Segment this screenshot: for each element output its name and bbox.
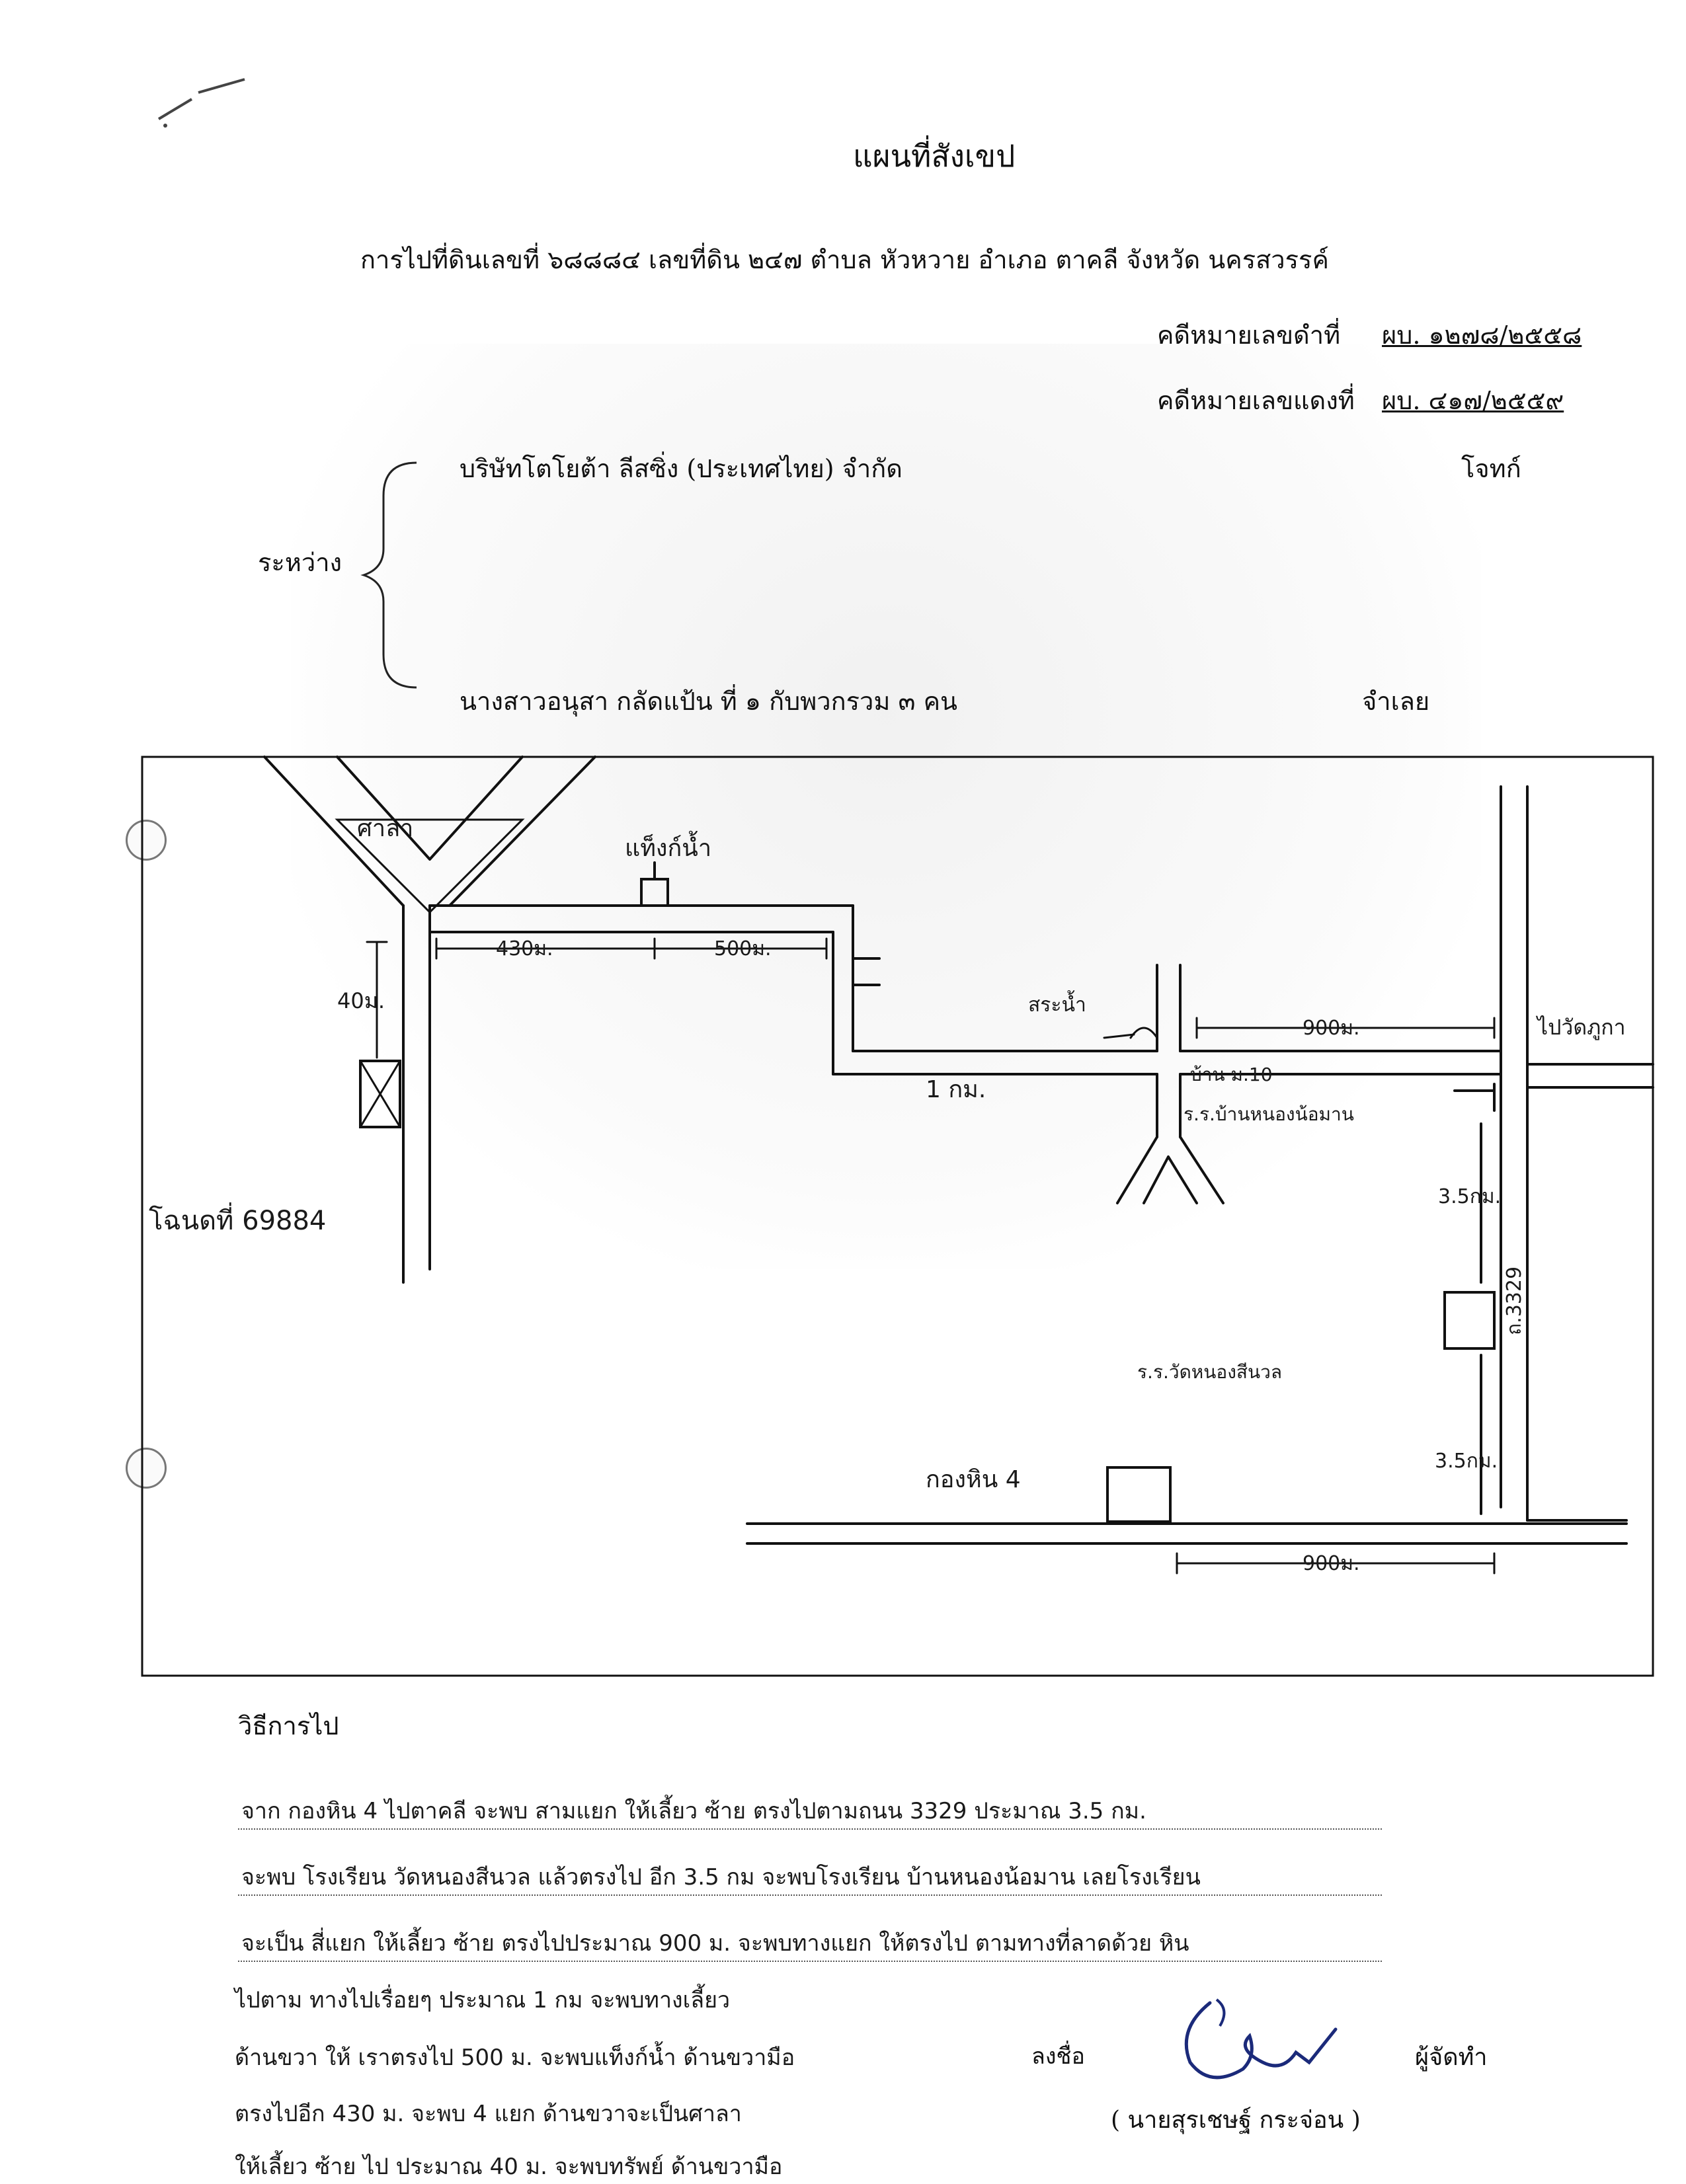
map-label-430: 430ม.	[496, 937, 553, 960]
directions-line-4: ไปตาม ทางไปเรื่อยๆ ประมาณ 1 กม จะพบทางเล…	[235, 1987, 731, 2013]
map-label-35-a: 3.5กม.	[1438, 1185, 1501, 1208]
directions-heading: วิธีการไป	[238, 1711, 339, 1740]
map-label-900-top: 900ม.	[1303, 1017, 1360, 1040]
directions-line-2: จะพบ โรงเรียน วัดหนองสีนวล แล้วตรงไป อีก…	[241, 1864, 1201, 1891]
map-label-900-bottom: 900ม.	[1303, 1552, 1360, 1575]
directions-line-5: ด้านขวา ให้ เราตรงไป 500 ม. จะพบแท็งก์น้…	[235, 2045, 795, 2071]
dotted-rule	[238, 1894, 1382, 1896]
defendant-role: จำเลย	[1362, 687, 1430, 716]
signature-image	[1184, 1998, 1338, 2080]
map-label-land: โฉนดที่ 69884	[149, 1202, 326, 1236]
map-label-school-1: ร.ร.บ้านหนองน้อมาน	[1184, 1103, 1354, 1125]
black-case-number: ผบ. ๑๒๗๘/๒๕๕๘	[1382, 321, 1582, 350]
directions-line-6: ตรงไปอีก 430 ม. จะพบ 4 แยก ด้านขวาจะเป็น…	[235, 2101, 742, 2127]
between-label: ระหว่าง	[258, 548, 342, 577]
signer-name: ( นายสุรเชษฐ์ กระจ่อน )	[1111, 2107, 1361, 2134]
pen-mark	[157, 78, 245, 128]
map-label-village: บ้าน ม.10	[1190, 1064, 1273, 1085]
map-label-water-tower: แท็งก์น้ำ	[625, 830, 711, 862]
dotted-rule	[238, 1961, 1382, 1962]
directions-line-1: จาก กองหิน 4 ไปตาคลี จะพบ สามแยก ให้เลี้…	[241, 1798, 1146, 1824]
plaintiff-role: โจทก์	[1461, 454, 1521, 483]
map-label-1km: 1 กม.	[926, 1076, 986, 1103]
map-label-kor-hin: กองหิน 4	[926, 1466, 1021, 1493]
defendant-name: นางสาวอนุสา กลัดแป้น ที่ ๑ กับพวกรวม ๓ ค…	[460, 687, 957, 716]
map-label-sala: ศาลา	[357, 815, 413, 842]
document-title: แผนที่สังเขป	[853, 138, 1016, 174]
binder-hole-top	[126, 820, 167, 861]
sketch-map: ศาลา แท็งก์น้ำ สระน้ำ 430ม. 500ม. 40ม. 1…	[141, 756, 1654, 1677]
sign-label: ลงชื่อ	[1031, 2043, 1085, 2070]
red-case-number: ผบ. ๔๑๗/๒๕๕๙	[1382, 386, 1564, 415]
black-case-label: คดีหมายเลขดำที่	[1157, 321, 1341, 350]
plaintiff-name: บริษัทโตโยต้า ลีสซิ่ง (ประเทศไทย) จำกัด	[460, 454, 903, 483]
map-label-to-phukha: ไปวัดภูกา	[1535, 1015, 1626, 1040]
map-label-500: 500ม.	[714, 937, 772, 960]
document-subtitle: การไปที่ดินเลขที่ ๖๘๘๘๔ เลขที่ดิน ๒๔๗ ตำ…	[360, 245, 1329, 274]
background-watermark	[291, 344, 1481, 1269]
signature-role: ผู้จัดทำ	[1415, 2044, 1488, 2071]
directions-line-3: จะเป็น สี่แยก ให้เลี้ยว ซ้าย ตรงไปประมาณ…	[241, 1930, 1189, 1957]
map-label-40: 40ม.	[337, 988, 385, 1013]
party-brace	[360, 461, 417, 689]
directions-line-7: ให้เลี้ยว ซ้าย ไป ประมาณ 40 ม. จะพบทรัพย…	[235, 2154, 783, 2180]
red-case-label: คดีหมายเลขแดงที่	[1157, 386, 1355, 415]
dotted-rule	[238, 1828, 1382, 1830]
map-label-road-3329: ถ.3329	[1503, 1267, 1526, 1335]
map-label-35-b: 3.5กม.	[1435, 1450, 1498, 1473]
map-label-school-2: ร.ร.วัดหนองสีนวล	[1137, 1361, 1282, 1383]
map-label-pond: สระน้ำ	[1028, 990, 1086, 1017]
binder-hole-bottom	[126, 1448, 167, 1489]
